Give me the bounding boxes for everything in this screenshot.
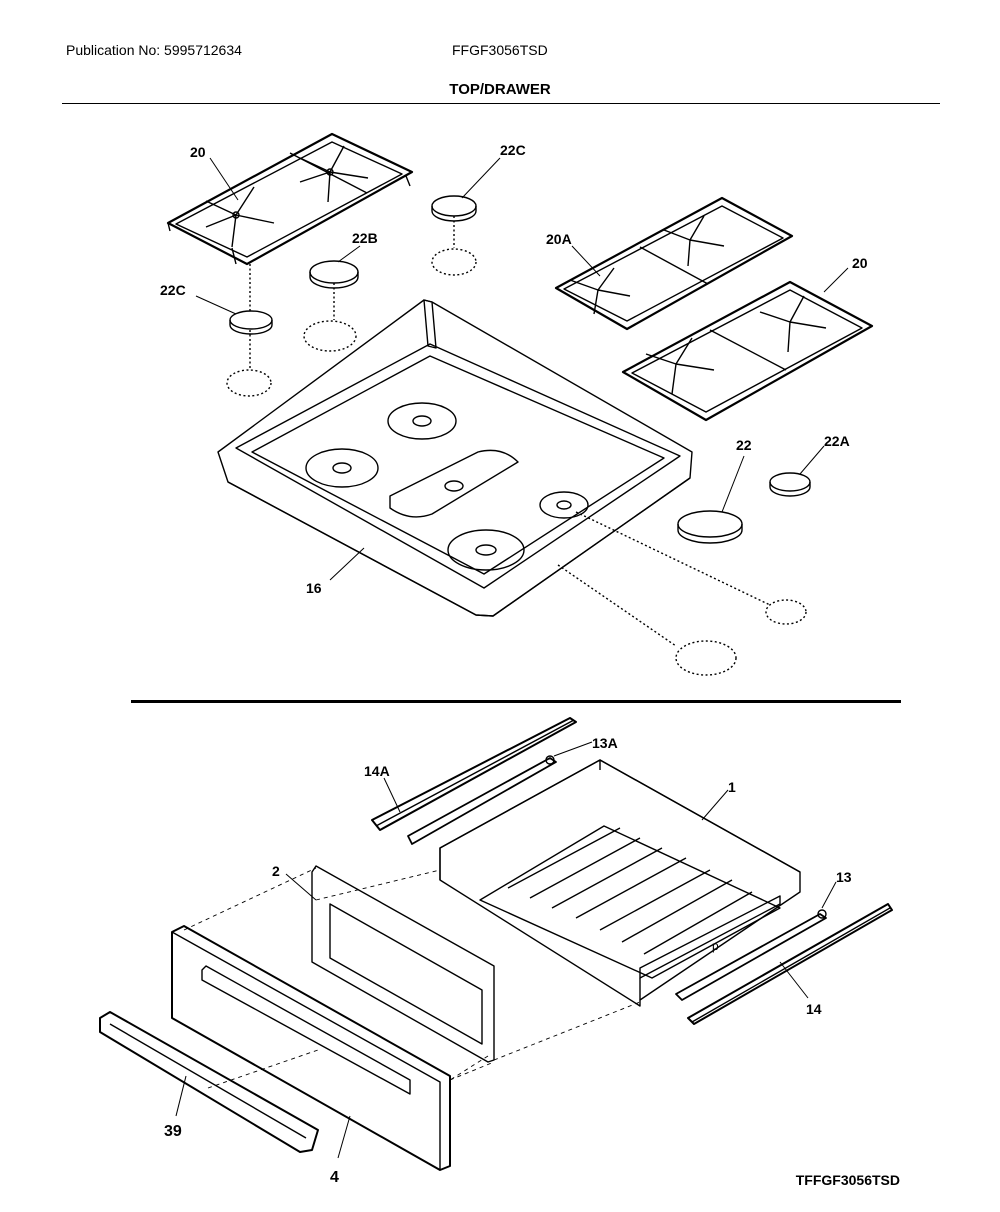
drawer-liner <box>311 865 495 1063</box>
drawer-handle <box>99 1011 319 1153</box>
section-title: TOP/DRAWER <box>449 81 551 98</box>
callout-14a: 14A <box>364 763 390 779</box>
burner-heads <box>226 216 807 676</box>
callout-4: 4 <box>330 1169 339 1186</box>
publication-number: Publication No: 5995712634 <box>66 42 242 58</box>
burner-caps <box>229 195 811 544</box>
svg-text:p: p <box>712 939 719 953</box>
grate-middle <box>554 196 794 331</box>
grate-right <box>621 280 874 422</box>
callout-13: 13 <box>836 869 852 885</box>
section-divider <box>131 700 901 703</box>
callout-14: 14 <box>806 1001 822 1017</box>
leader-lines <box>175 157 849 1159</box>
callout-20-right: 20 <box>852 255 868 271</box>
assembly-lines <box>183 867 641 1089</box>
drawer-body <box>439 759 801 1007</box>
callout-20-left: 20 <box>190 144 206 160</box>
slides <box>371 717 893 1025</box>
model-number: FFGF3056TSD <box>452 42 548 58</box>
callout-22: 22 <box>736 437 752 453</box>
cooktop <box>217 299 693 617</box>
callout-16: 16 <box>306 580 322 596</box>
callout-22a: 22A <box>824 433 850 449</box>
callout-2: 2 <box>272 863 280 879</box>
callout-1: 1 <box>728 779 736 795</box>
header-rule <box>62 103 940 104</box>
callout-22b: 22B <box>352 230 378 246</box>
callout-39: 39 <box>164 1123 182 1140</box>
callout-22c-top: 22C <box>500 142 526 158</box>
callout-22c-left: 22C <box>160 282 186 298</box>
drawer-front <box>171 925 451 1171</box>
callout-20a: 20A <box>546 231 572 247</box>
callout-13a: 13A <box>592 735 618 751</box>
grate-left <box>166 132 414 266</box>
callout-labels: 20 22C 22B 22C 20A 20 22 22A 16 13A 14A … <box>160 142 868 1186</box>
diagram-code: TFFGF3056TSD <box>795 1172 900 1188</box>
